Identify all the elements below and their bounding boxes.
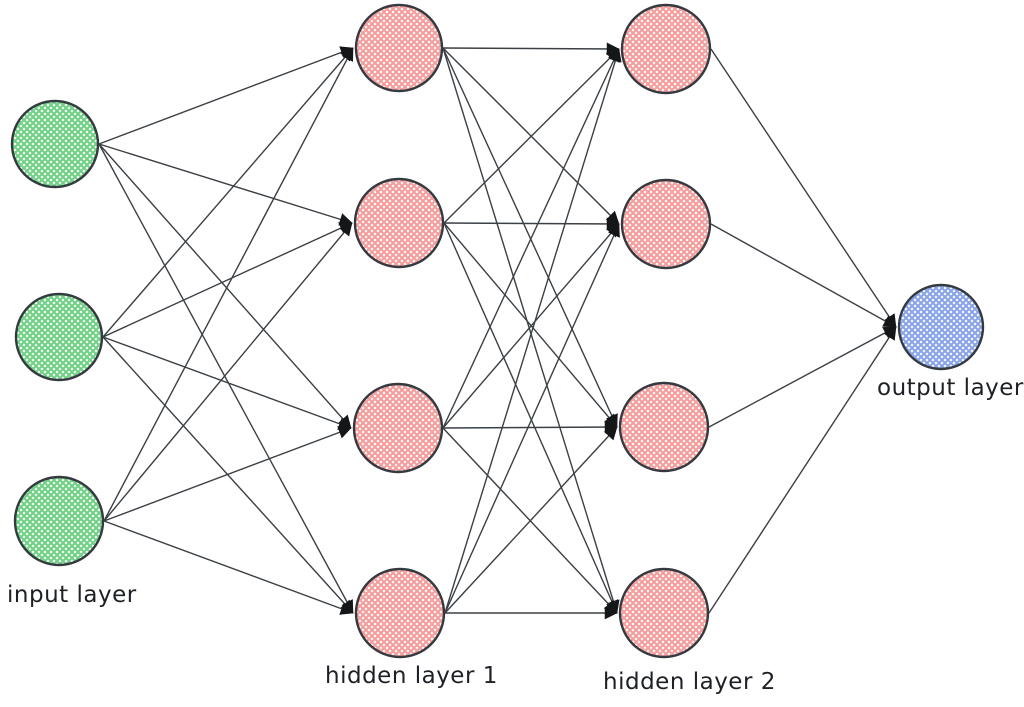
edge-input-3-to-hidden1-4: [103, 520, 354, 615]
edge-hidden2-2-to-output-1: [710, 223, 897, 328]
edge-input-1-to-hidden1-2: [98, 143, 353, 226]
node-hidden2-3: [618, 381, 710, 473]
node-hidden1-3: [352, 382, 444, 474]
edge-input-3-to-hidden1-2: [103, 222, 353, 522]
node-input-2: [14, 292, 104, 382]
node-hidden2-2: [620, 178, 712, 270]
edge-input-1-to-hidden1-1: [98, 46, 354, 145]
edge-hidden2-1-to-output-1: [710, 48, 897, 328]
edge-hidden1-1-to-hidden2-4: [442, 47, 620, 614]
edge-hidden1-3-to-hidden2-3: [442, 420, 618, 434]
edge-hidden1-2-to-hidden2-4: [443, 222, 618, 614]
edge-input-3-to-hidden1-3: [103, 426, 352, 522]
node-hidden1-2: [353, 177, 445, 269]
edge-hidden1-4-to-hidden2-3: [444, 426, 618, 614]
node-output-1: [897, 283, 985, 371]
nodes-group: [10, 3, 985, 659]
node-hidden2-4: [618, 567, 710, 659]
node-hidden2-1: [620, 3, 712, 95]
edge-input-2-to-hidden1-2: [102, 222, 353, 338]
node-input-1: [10, 99, 100, 189]
edge-hidden1-3-to-hidden2-1: [442, 48, 620, 429]
edge-input-1-to-hidden1-3: [98, 143, 352, 429]
hidden-layer-2-label: hidden layer 2: [603, 669, 776, 695]
edge-hidden1-1-to-hidden2-3: [442, 47, 618, 428]
edge-input-2-to-hidden1-3: [102, 336, 352, 430]
edge-hidden1-3-to-hidden2-2: [442, 223, 620, 429]
edge-hidden1-2-to-hidden2-1: [443, 48, 620, 224]
edge-hidden1-4-to-hidden2-1: [444, 48, 622, 614]
edge-input-1-to-hidden1-4: [98, 143, 354, 614]
edge-hidden1-2-to-hidden2-2: [443, 217, 620, 231]
edge-hidden2-4-to-output-1: [708, 326, 897, 614]
output-layer-label: output layer: [877, 375, 1024, 401]
edge-hidden1-4-to-hidden2-2: [444, 223, 620, 614]
edge-hidden1-2-to-hidden2-3: [443, 222, 618, 428]
hidden-layer-1-label: hidden layer 1: [325, 663, 498, 689]
edge-input-3-to-hidden1-1: [103, 47, 354, 522]
node-input-3: [13, 475, 105, 567]
edge-hidden1-1-to-hidden2-1: [442, 42, 620, 56]
node-hidden1-4: [354, 567, 446, 659]
edge-hidden2-3-to-output-1: [708, 326, 897, 428]
input-layer-label: input layer: [7, 582, 137, 608]
edge-input-2-to-hidden1-1: [102, 47, 354, 338]
node-hidden1-1: [354, 3, 444, 93]
edges-group: [98, 42, 897, 620]
